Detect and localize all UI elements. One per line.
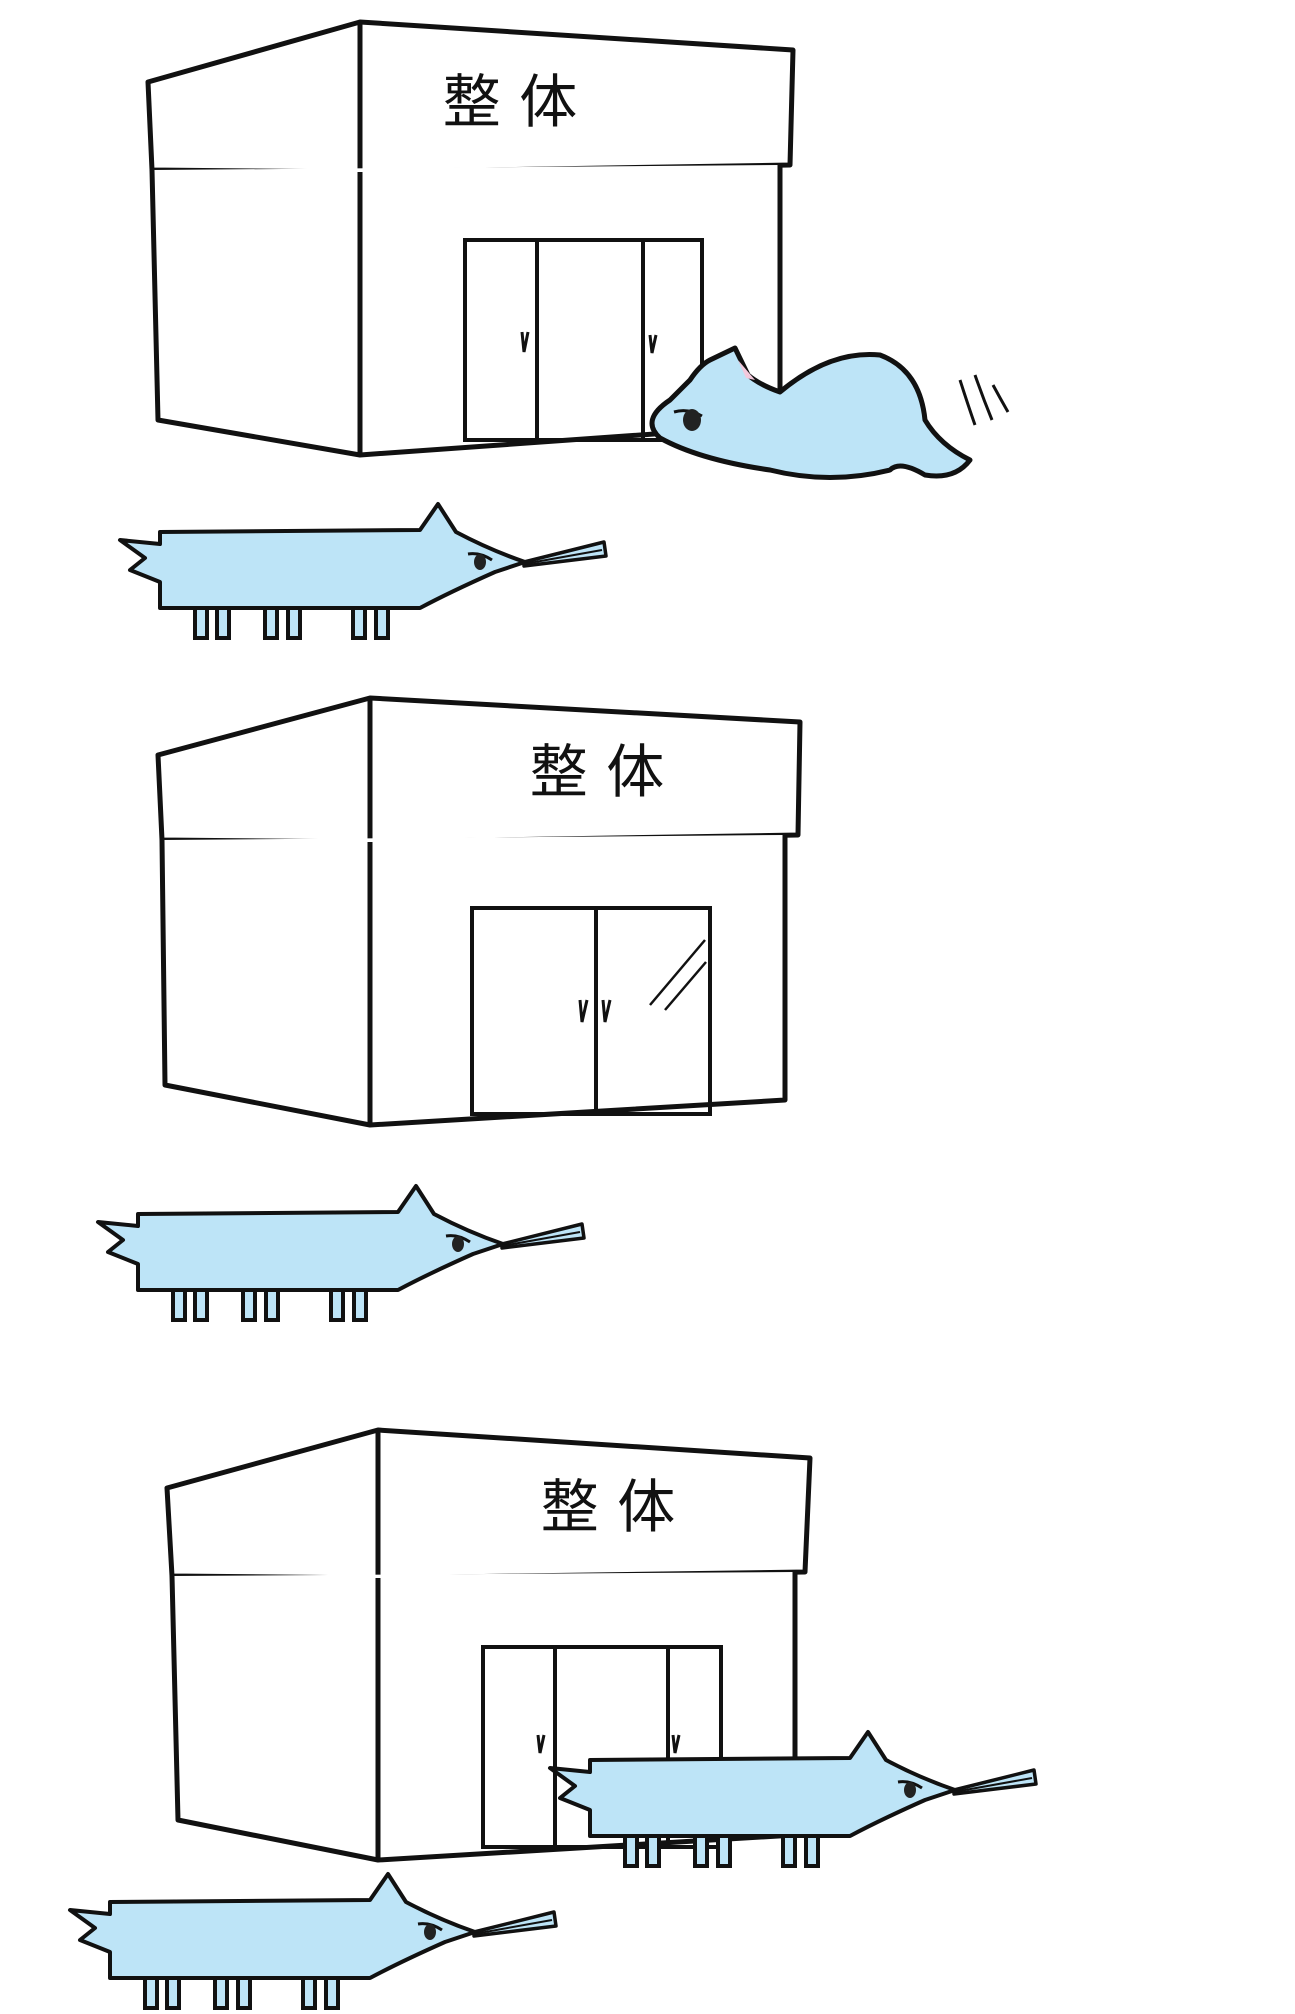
long-fox-creature <box>68 1872 558 2010</box>
sign-text: 整 体 <box>541 1473 675 1541</box>
blob-cat-creature <box>649 345 1010 480</box>
motion-lines <box>958 374 1010 426</box>
long-fox-creature <box>118 502 608 640</box>
sign-text: 整 体 <box>443 68 577 136</box>
panel-3: 整 体 <box>68 1427 1038 2010</box>
panel-1: 整 体 <box>118 19 1010 640</box>
sliding-door <box>463 238 704 442</box>
sign-text: 整 体 <box>530 738 664 806</box>
long-fox-creature <box>96 1184 586 1322</box>
double-door <box>470 906 712 1116</box>
panel-2: 整 体 <box>96 695 803 1322</box>
building <box>155 695 803 1128</box>
